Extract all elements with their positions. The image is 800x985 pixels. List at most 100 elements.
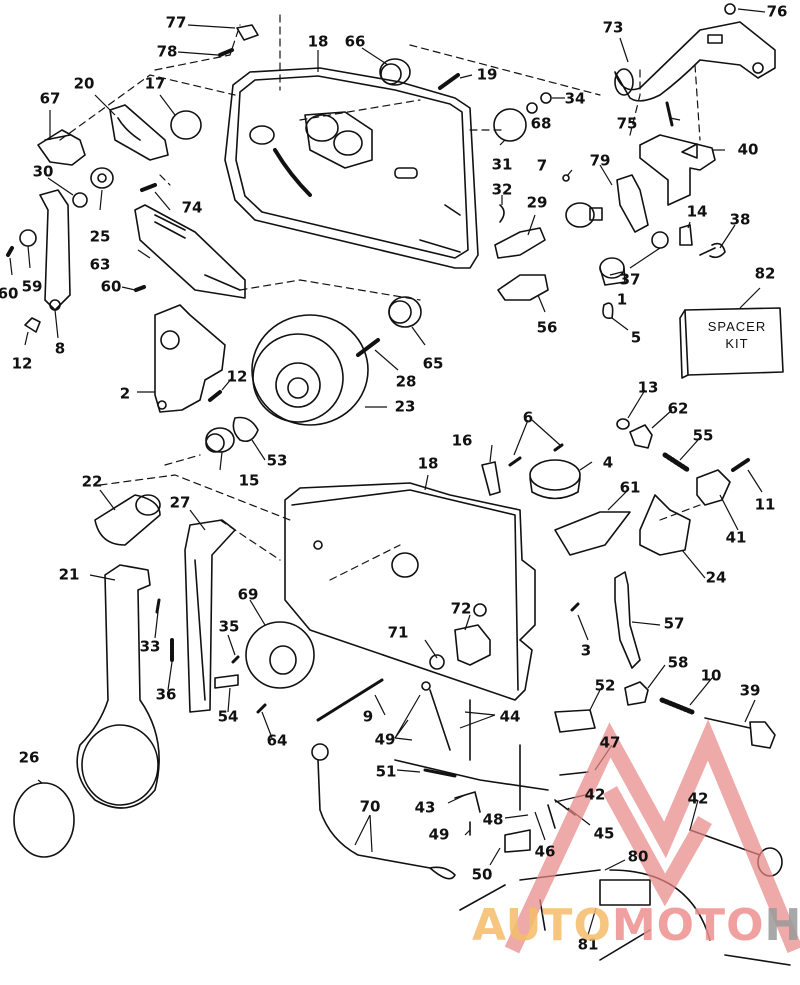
callout-9: 9 (362, 707, 374, 726)
part-41-block (696, 469, 731, 506)
callout-79: 79 (589, 151, 611, 170)
spacer-kit-box (679, 307, 784, 379)
callout-12b: 12 (226, 367, 248, 386)
callout-43: 43 (414, 798, 436, 817)
callout-11: 11 (754, 495, 776, 514)
part-11-screw (731, 458, 750, 472)
part-31-disc (493, 108, 527, 142)
callout-74: 74 (181, 198, 203, 217)
part-9-bolt (316, 678, 384, 722)
callout-63: 63 (89, 255, 111, 274)
callout-18-lower: 18 (417, 454, 439, 473)
part-18-lower-housing (284, 482, 536, 701)
callout-19: 19 (476, 65, 498, 84)
part-25-hole (97, 173, 107, 183)
spacer-kit-line2: KIT (725, 336, 749, 351)
callout-31: 31 (491, 155, 513, 174)
callout-22: 22 (81, 472, 103, 491)
callout-27: 27 (169, 493, 191, 512)
callout-5: 5 (630, 328, 642, 347)
part-57-lever (614, 571, 641, 669)
part-13-plug (616, 418, 630, 430)
callout-47: 47 (599, 733, 621, 752)
part-2-bracket (154, 304, 226, 413)
callout-15: 15 (238, 471, 260, 490)
callout-2: 2 (119, 384, 131, 403)
callout-69: 69 (237, 585, 259, 604)
part-29-cam (494, 227, 546, 259)
part-24-plate (639, 494, 691, 556)
part-4-switch (529, 459, 581, 500)
callout-53: 53 (266, 451, 288, 470)
part-40-bracket (639, 134, 716, 206)
part-60-screw-b (134, 285, 146, 292)
callout-78: 78 (156, 42, 178, 61)
part-64-screw (256, 703, 267, 714)
callout-72: 72 (450, 599, 472, 618)
callout-16: 16 (451, 431, 473, 450)
callout-51: 51 (375, 762, 397, 781)
part-38-key (699, 242, 726, 259)
callout-76: 76 (766, 2, 788, 21)
callout-46: 46 (534, 842, 556, 861)
spacer-kit-line1: SPACER (707, 319, 767, 334)
part-55-spring (662, 452, 691, 473)
callout-40: 40 (737, 140, 759, 159)
part-58-block (624, 681, 649, 706)
callout-42b: 42 (687, 789, 709, 808)
callout-34: 34 (564, 89, 586, 108)
callout-23: 23 (394, 397, 416, 416)
part-14-cap (679, 224, 693, 246)
part-34-nut (540, 92, 552, 104)
part-60-screw-a (6, 246, 14, 257)
callout-3: 3 (580, 641, 592, 660)
part-68-nut (526, 102, 538, 114)
callout-6: 6 (522, 408, 534, 427)
part-10-spring (659, 697, 695, 715)
part-22-grip (94, 494, 161, 546)
part-5-spring (602, 302, 614, 320)
wiring-harness (394, 681, 596, 853)
callout-8: 8 (54, 339, 66, 358)
part-54-clip (214, 674, 239, 689)
part-12b-stud (208, 390, 222, 402)
callout-64: 64 (266, 731, 288, 750)
callout-26: 26 (18, 748, 40, 767)
callout-25: 25 (89, 227, 111, 246)
part-61-decal (554, 511, 631, 556)
part-20-plate (109, 104, 169, 161)
part-16-bracket (481, 461, 501, 496)
callout-67: 67 (39, 89, 61, 108)
part-78-screw (218, 48, 234, 57)
callout-35: 35 (218, 617, 240, 636)
callout-71: 71 (387, 623, 409, 642)
callout-80: 80 (627, 847, 649, 866)
callout-70: 70 (359, 797, 381, 816)
callout-41: 41 (725, 528, 747, 547)
callout-leader-lines (9, 8, 766, 936)
assembly-guide-lines (59, 14, 701, 581)
part-76-nut (724, 3, 736, 15)
part-66-bushing (379, 58, 411, 86)
part-65-ring (388, 296, 422, 328)
callout-24: 24 (705, 568, 727, 587)
callout-77: 77 (165, 13, 187, 32)
callout-10: 10 (700, 666, 722, 685)
part-62-block (629, 424, 653, 449)
callout-56: 56 (536, 318, 558, 337)
callout-17: 17 (144, 74, 166, 93)
watermark-text: AUTOMOTOHUB (472, 900, 800, 951)
callout-68: 68 (530, 114, 552, 133)
callout-14: 14 (686, 202, 708, 221)
callout-37: 37 (619, 270, 641, 289)
spacer-kit-label: SPACER KIT (697, 318, 777, 352)
callout-7: 7 (536, 156, 548, 175)
part-26-lens (13, 782, 75, 858)
watermark-hub: HUB (764, 900, 800, 951)
callout-49a: 49 (374, 730, 396, 749)
callout-61: 61 (619, 478, 641, 497)
part-8-arm (39, 189, 71, 311)
callout-36: 36 (155, 685, 177, 704)
